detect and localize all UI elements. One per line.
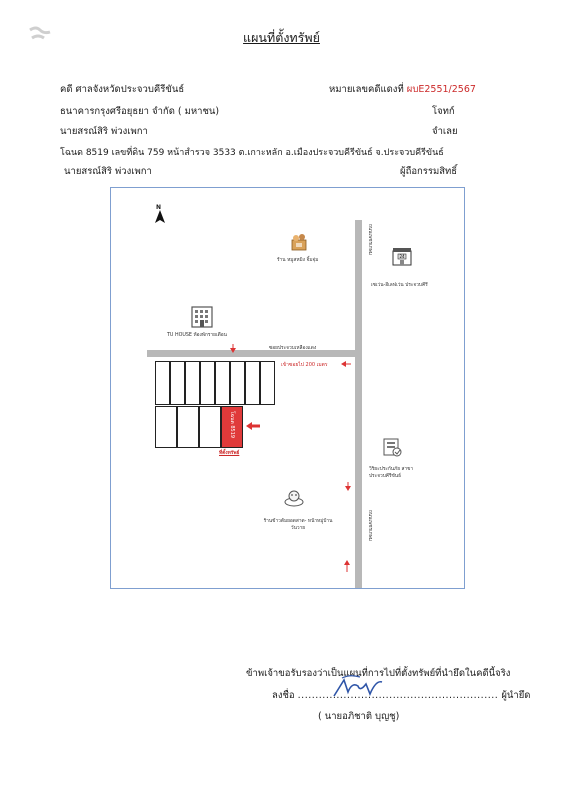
- lot: [155, 406, 177, 448]
- restaurant-icon: [284, 490, 304, 507]
- property-arrow-icon: [246, 422, 260, 430]
- lot: [260, 361, 275, 405]
- dotted-line: ........................................…: [297, 690, 499, 701]
- owner-role: ผู้ถือกรรมสิทธิ์: [400, 166, 458, 177]
- lot: [155, 361, 170, 405]
- office-icon: [383, 438, 402, 457]
- arrow-down-icon: [230, 344, 236, 353]
- case-label: หมายเลขคดีแดงที่: [329, 84, 404, 95]
- side-road-label: ซอยประจวบเหลืองแดง: [269, 346, 317, 351]
- lot-label: โฉนด 8519: [229, 411, 235, 439]
- corner-mark: [29, 26, 51, 40]
- shop-label: ร้าน หมูสหมิง จิ้มจุ่ม: [277, 258, 319, 263]
- distance-label: เข้าซอยไป 200 เมตร: [281, 362, 328, 368]
- tu-house-label: TU HOUSE ห้องพักรายเดือน: [167, 333, 227, 338]
- insurance-label: วิริยะประกันภัย สาขาประจวบคีรีขันธ์: [369, 467, 414, 479]
- page-title: แผนที่ตั้งทรัพย์: [243, 30, 320, 45]
- main-road-label: ถนนเพชรเกษม: [367, 224, 372, 255]
- lot: [185, 361, 200, 405]
- case-number: ผบE2551/2567: [406, 84, 476, 95]
- signature-line: ลงชื่อ .................................…: [272, 688, 530, 703]
- seven-label: เซเว่น-อีเลฟเว่น ประจวบคีรี: [371, 283, 428, 288]
- building-icon: [191, 306, 213, 328]
- arrow-up-icon: [344, 560, 350, 572]
- arrow-down-icon: [345, 482, 351, 491]
- defendant-role: จำเลย: [432, 126, 458, 137]
- arrow-left-icon: [341, 361, 351, 367]
- lot: [170, 361, 185, 405]
- sign-prefix: ลงชื่อ: [272, 690, 295, 701]
- main-road-label-lower: ถนนเพชรเกษม: [367, 510, 372, 541]
- plaintiff-role: โจทก์: [432, 106, 455, 117]
- lot: [230, 361, 245, 405]
- sign-suffix: ผู้นำยึด: [501, 690, 531, 701]
- property-lot: โฉนด 8519: [221, 406, 243, 448]
- defendant-name: นายสรณ์สิริ พ่วงเพกา: [60, 126, 148, 137]
- court-text: คดี ศาลจังหวัดประจวบคีรีขันธ์: [60, 84, 185, 95]
- side-road: [147, 350, 357, 357]
- certification-text: ข้าพเจ้าขอรับรองว่าเป็นแผนที่การไปที่ตั้…: [246, 668, 511, 679]
- property-label: ที่ตั้งทรัพย์: [219, 451, 240, 456]
- case-number-line: หมายเลขคดีแดงที่ ผบE2551/2567: [329, 82, 476, 97]
- insurance-label-1: วิริยะประกันภัย สาขาประจวบคีรีขันธ์: [369, 466, 431, 480]
- lot: [200, 361, 215, 405]
- lot: [177, 406, 199, 448]
- lot: [215, 361, 230, 405]
- store-icon: 24: [392, 248, 412, 266]
- signer-name: ( นายอภิชาติ บุญชู): [318, 711, 400, 722]
- plaintiff-name: ธนาคารกรุงศรีอยุธยา จำกัด ( มหาชน): [60, 106, 220, 117]
- north-arrow-icon: [155, 210, 165, 223]
- location-map: N ถนนเพชรเกษม ถนนเพชรเกษม ซอยประจวบเหลือ…: [110, 187, 465, 589]
- deed-line: โฉนด 8519 เลขที่ดิน 759 หน้าสำรวจ 3533 ต…: [60, 148, 444, 158]
- shop-icon: [291, 234, 307, 251]
- svg-text:24: 24: [399, 254, 405, 259]
- owner-name: นายสรณ์สิริ พ่วงเพกา: [64, 166, 152, 177]
- restaurant-label: ร้านข้าวต้มยอดสาด- หน้าหมู่บ้านวันวาย: [263, 519, 333, 531]
- lot: [199, 406, 221, 448]
- handwritten-signature: [333, 675, 383, 697]
- lot: [245, 361, 260, 405]
- main-road: [355, 220, 362, 588]
- north-label: N: [156, 204, 162, 211]
